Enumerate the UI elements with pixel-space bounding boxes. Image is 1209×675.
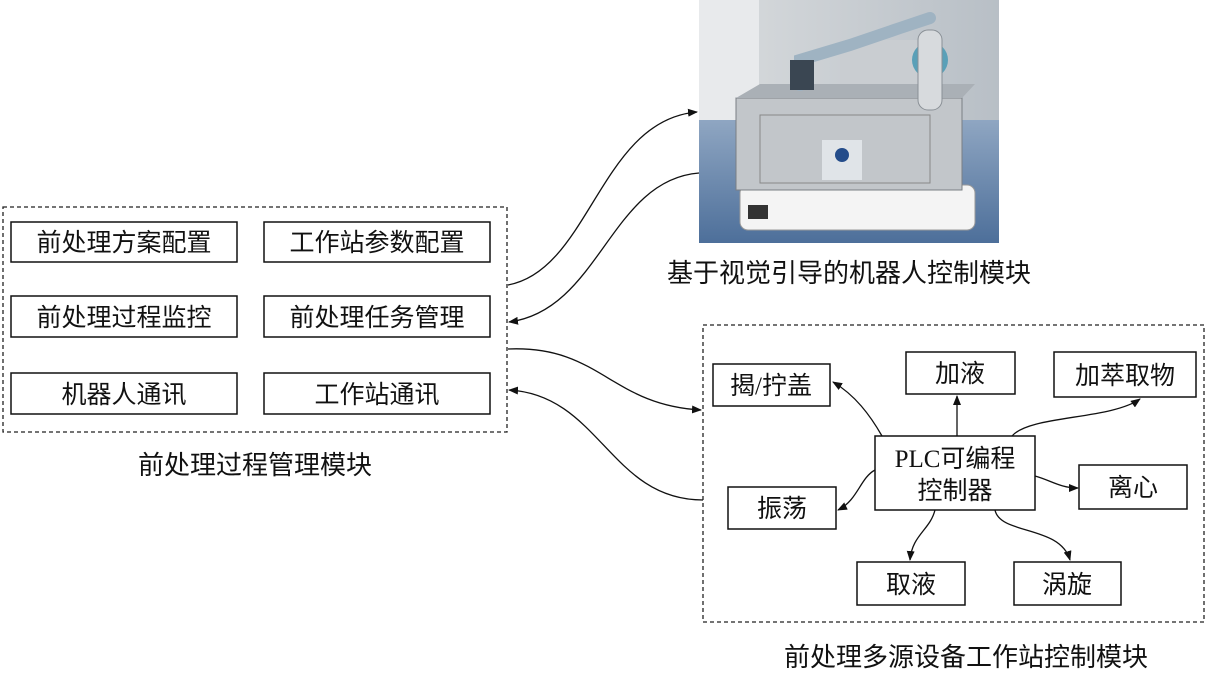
label-process-monitor: 前处理过程监控 xyxy=(36,304,211,332)
label-add-liquid: 加液 xyxy=(935,360,985,388)
box-robot-comm xyxy=(10,372,238,415)
arrow-to-vortex xyxy=(994,509,1072,561)
management-module: 前处理方案配置 工作站参数配置 前处理过程监控 前处理任务管理 机器人通讯 工作… xyxy=(2,206,508,480)
box-process-monitor xyxy=(10,295,238,338)
arrow-to-centrifuge xyxy=(1034,475,1079,492)
arrow-management-to-robot xyxy=(507,108,698,286)
box-add-extractant xyxy=(1053,351,1197,398)
workstation-module-title: 前处理多源设备工作站控制模块 xyxy=(784,643,1148,672)
box-station-comm xyxy=(263,372,491,415)
arrow-to-add-extractant xyxy=(1011,398,1141,437)
box-centrifuge xyxy=(1078,464,1188,510)
label-add-extractant: 加萃取物 xyxy=(1075,362,1175,390)
label-shake: 振荡 xyxy=(757,495,807,523)
label-station-param-config: 工作站参数配置 xyxy=(289,229,464,257)
management-module-border xyxy=(2,206,508,433)
label-scheme-config: 前处理方案配置 xyxy=(36,229,211,257)
arrow-to-take-liquid xyxy=(906,509,936,561)
arrow-to-cap xyxy=(832,381,883,437)
label-cap: 揭/拧盖 xyxy=(730,372,812,400)
label-take-liquid: 取液 xyxy=(886,571,936,599)
label-task-management: 前处理任务管理 xyxy=(289,304,464,332)
label-centrifuge: 离心 xyxy=(1108,474,1158,502)
box-scheme-config xyxy=(10,221,238,263)
arrow-to-shake xyxy=(837,469,876,511)
box-cap xyxy=(712,363,831,407)
label-station-comm: 工作站通讯 xyxy=(314,381,439,409)
box-shake xyxy=(727,486,837,530)
box-take-liquid xyxy=(856,561,966,606)
box-add-liquid xyxy=(905,351,1016,395)
plc-label-line1: PLC可编程 xyxy=(895,445,1016,473)
arrow-management-to-workstation xyxy=(507,348,702,414)
plc-label-line2: 控制器 xyxy=(917,477,992,505)
workstation-module: PLC可编程 控制器 揭/拧盖 加液 加萃取物 离心 振荡 取液 涡旋 前处理多… xyxy=(702,324,1205,672)
arrow-workstation-to-management xyxy=(508,386,704,501)
box-vortex xyxy=(1013,561,1122,606)
arrow-robot-to-management xyxy=(508,172,700,325)
box-task-management xyxy=(263,295,491,338)
robot-module-title: 基于视觉引导的机器人控制模块 xyxy=(667,259,1031,288)
plc-controller-box xyxy=(874,435,1036,511)
label-robot-comm: 机器人通讯 xyxy=(61,381,186,409)
box-station-param-config xyxy=(263,221,491,263)
robot-photo xyxy=(699,0,999,243)
label-vortex: 涡旋 xyxy=(1042,571,1092,599)
management-module-title: 前处理过程管理模块 xyxy=(138,451,372,480)
